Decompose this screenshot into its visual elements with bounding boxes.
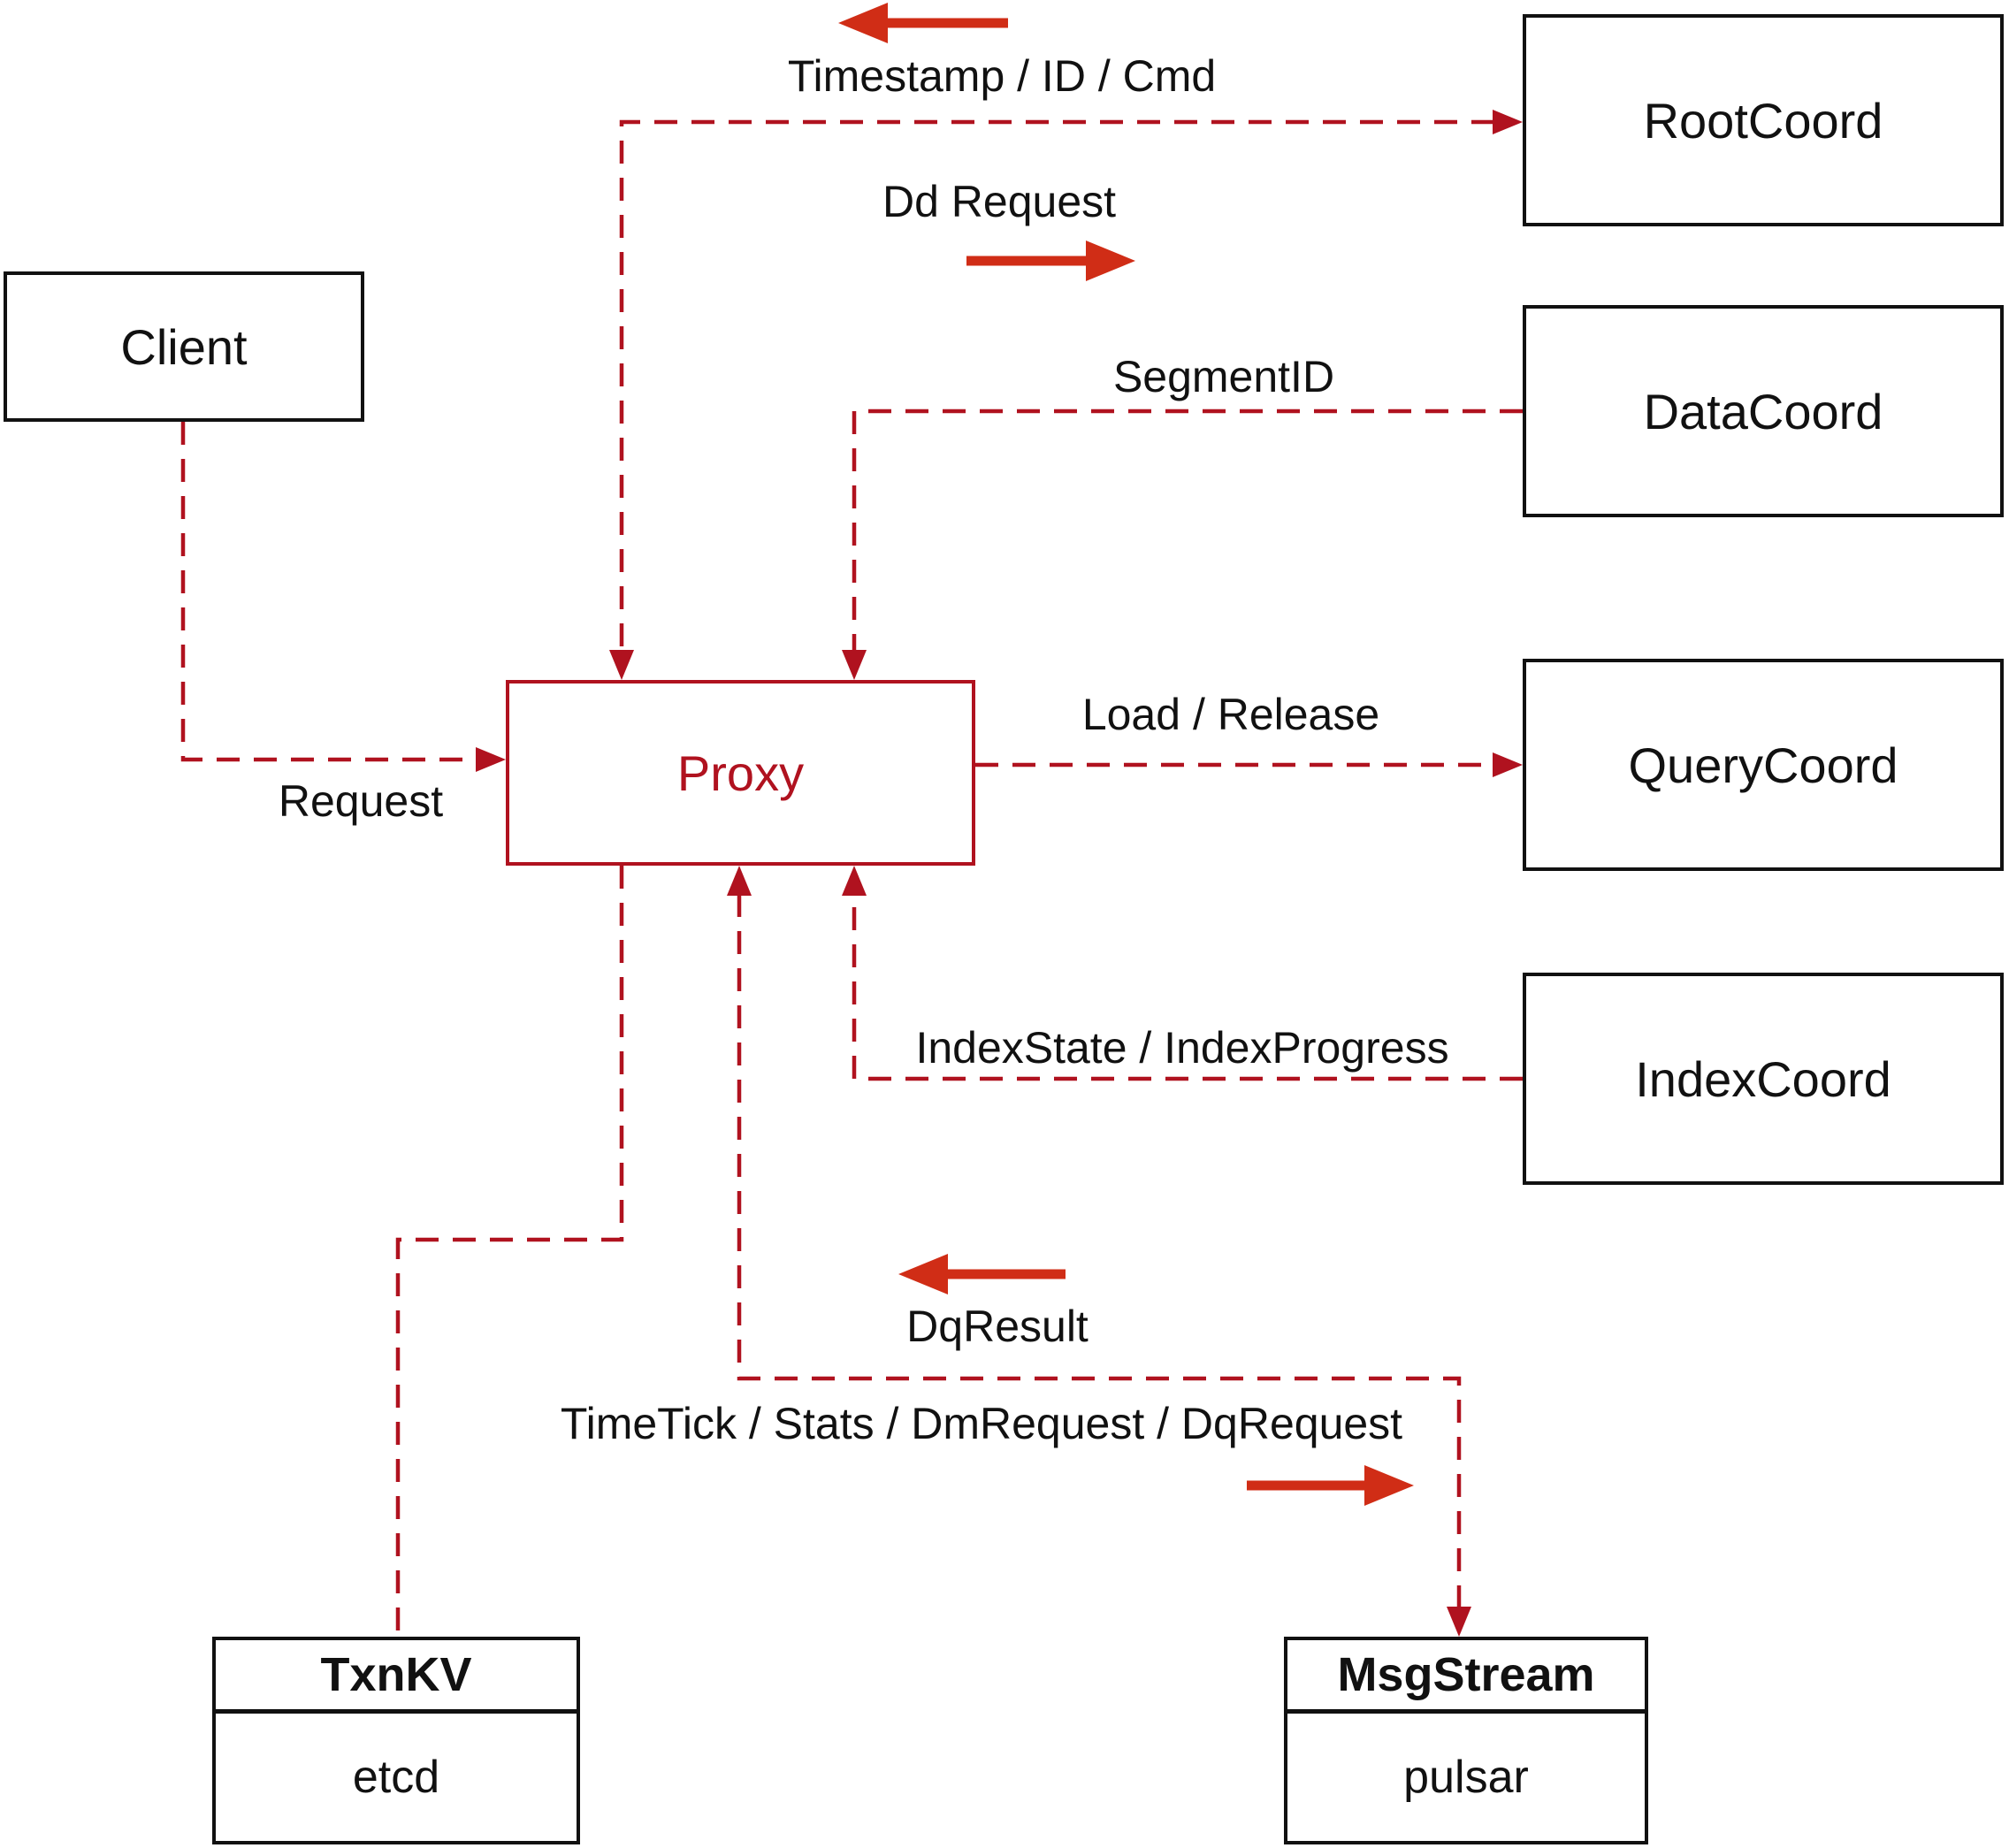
txnkv-title: TxnKV xyxy=(216,1640,577,1714)
txnkv-node: TxnKV etcd xyxy=(212,1637,580,1844)
datacoord-node: DataCoord xyxy=(1523,305,2004,517)
timestamp-edge-path xyxy=(609,110,1523,680)
msgstream-node: MsgStream pulsar xyxy=(1284,1637,1648,1844)
querycoord-label: QueryCoord xyxy=(1628,737,1898,793)
indexstate-label: IndexState / IndexProgress xyxy=(915,1023,1449,1073)
msgstream-title: MsgStream xyxy=(1287,1640,1645,1714)
rootcoord-label: RootCoord xyxy=(1643,92,1883,149)
timestamp-label: Timestamp / ID / Cmd xyxy=(787,51,1217,101)
load-release-label: Load / Release xyxy=(1081,690,1380,739)
timetick-label: TimeTick / Stats / DmRequest / DqRequest xyxy=(560,1399,1403,1448)
msgstream-impl: pulsar xyxy=(1403,1752,1529,1803)
request-edge-path xyxy=(180,422,506,772)
proxy-node: Proxy xyxy=(506,680,975,866)
dqresult-label: DqResult xyxy=(906,1302,1089,1351)
indexcoord-node: IndexCoord xyxy=(1523,973,2004,1185)
segmentid-label: SegmentID xyxy=(1112,352,1335,401)
proxy-label: Proxy xyxy=(676,745,805,801)
client-node: Client xyxy=(4,271,364,422)
txnkv-edge-path xyxy=(395,866,624,1635)
dd-request-label: Dd Request xyxy=(882,177,1117,226)
txnkv-impl: etcd xyxy=(352,1752,440,1803)
indexcoord-label: IndexCoord xyxy=(1635,1050,1891,1107)
datacoord-label: DataCoord xyxy=(1643,383,1883,439)
request-label: Request xyxy=(278,776,444,826)
querycoord-node: QueryCoord xyxy=(1523,659,2004,871)
segmentid-edge-path xyxy=(842,409,1523,680)
client-label: Client xyxy=(120,318,248,375)
msgstream-edge-path xyxy=(727,866,1471,1637)
rootcoord-node: RootCoord xyxy=(1523,14,2004,226)
